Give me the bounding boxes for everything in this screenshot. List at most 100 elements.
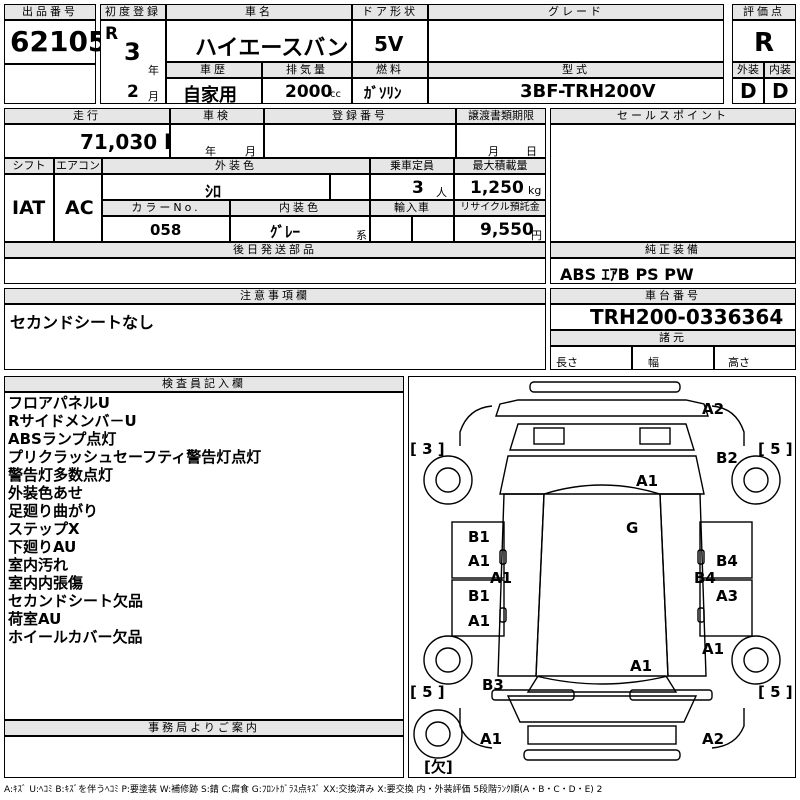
ext-color-cell bbox=[102, 174, 330, 200]
import-cell-b bbox=[412, 216, 454, 242]
damage-mark: A1 bbox=[702, 640, 725, 658]
later-parts-header: 後日発送部品 bbox=[4, 242, 546, 258]
color-number: 058 bbox=[150, 221, 182, 239]
door-cell bbox=[352, 20, 428, 62]
car-outline-diagram bbox=[413, 381, 781, 761]
note-line: 室内汚れ bbox=[8, 556, 69, 574]
door-header: ドア形状 bbox=[352, 4, 428, 20]
damage-mark: A1 bbox=[636, 472, 659, 490]
note-line: 荷室AU bbox=[8, 610, 62, 628]
note-line: ABSランプ点灯 bbox=[8, 430, 117, 448]
ac-cell bbox=[54, 174, 102, 242]
spare-tire-status: [欠] bbox=[424, 758, 453, 776]
inspection-cell bbox=[170, 124, 264, 158]
capacity-cell bbox=[370, 174, 454, 200]
note-line: ホイールカバー欠品 bbox=[8, 628, 143, 646]
year-unit: 年 bbox=[148, 64, 159, 77]
int-color-unit: 系 bbox=[356, 229, 367, 242]
ext-color-header: 外装色 bbox=[102, 158, 370, 174]
model-code: 3BF-TRH200V bbox=[520, 81, 656, 102]
max-load-unit: kg bbox=[528, 184, 542, 197]
inspector-notes-cell bbox=[4, 392, 404, 720]
color-no-header: カラーNo. bbox=[102, 200, 230, 216]
spec-height-cell bbox=[714, 346, 796, 370]
sales-points-cell bbox=[550, 124, 796, 242]
note-line: 警告灯多数点灯 bbox=[8, 466, 114, 484]
spec-length-cell bbox=[550, 346, 632, 370]
inspection-header: 車検 bbox=[170, 108, 264, 124]
interior-grade: D bbox=[772, 79, 789, 103]
tire-depth-front-left: [ 3 ] bbox=[410, 440, 445, 458]
mileage-header: 走行 bbox=[4, 108, 170, 124]
inspector-notes-list: フロアパネルU Rサイドメンバ－U ABSランプ点灯 プリクラッシュセーフティ警… bbox=[8, 394, 261, 646]
era-letter: R bbox=[105, 24, 119, 44]
note-line: 外装色あせ bbox=[8, 484, 84, 502]
damage-mark: B4 bbox=[716, 552, 738, 570]
transfer-day: 日 bbox=[526, 145, 537, 158]
recycle-unit: 円 bbox=[531, 229, 542, 242]
door-type: 5V bbox=[374, 32, 404, 56]
chassis-header: 車台番号 bbox=[550, 288, 796, 304]
air-conditioner: AC bbox=[65, 197, 94, 219]
genuine-equipment-cell bbox=[550, 258, 796, 284]
import-header: 輸入車 bbox=[370, 200, 454, 216]
genuine-equipment-header: 純正装備 bbox=[550, 242, 796, 258]
inspector-notes-header: 検査員記入欄 bbox=[4, 376, 404, 392]
exterior-grade: D bbox=[740, 79, 757, 103]
shift-cell bbox=[4, 174, 54, 242]
max-load-header: 最大積載量 bbox=[454, 158, 546, 174]
ac-header: エアコン bbox=[54, 158, 102, 174]
chassis-number: TRH200-0336364 bbox=[590, 305, 784, 329]
damage-code-legend: A:ｷｽﾞ U:ﾍｺﾐ B:ｷｽﾞを伴うﾍｺﾐ P:要塗装 W:補修跡 S:錆 … bbox=[4, 785, 603, 795]
capacity-header: 乗車定員 bbox=[370, 158, 454, 174]
max-load-cell bbox=[454, 174, 546, 200]
car-name-cell bbox=[166, 20, 352, 62]
exterior-cell bbox=[732, 78, 764, 104]
history-cell bbox=[166, 78, 262, 104]
office-notice-cell bbox=[4, 736, 404, 778]
spec-width-cell bbox=[632, 346, 714, 370]
score-header: 評価点 bbox=[732, 4, 796, 20]
spec-height-label: 高さ bbox=[728, 356, 750, 369]
lot-number-header: 出品番号 bbox=[4, 4, 96, 20]
interior-header: 内装 bbox=[764, 62, 796, 78]
grade-cell bbox=[428, 20, 724, 62]
genuine-equipment: ABS ｴｱB PS PW bbox=[560, 265, 694, 284]
int-color-header: 内装色 bbox=[230, 200, 370, 216]
note-line: 下廻りAU bbox=[8, 538, 77, 556]
car-name-header: 車名 bbox=[166, 4, 352, 20]
recycle-cell bbox=[454, 216, 546, 242]
transfer-deadline-header: 譲渡書類期限 bbox=[456, 108, 546, 124]
mileage-cell bbox=[4, 124, 170, 158]
tire-depth-rear-right: [ 5 ] bbox=[758, 683, 793, 701]
note-line: 室内内張傷 bbox=[8, 574, 84, 592]
inspection-year: 年 bbox=[205, 145, 216, 158]
specs-header: 諸元 bbox=[550, 330, 796, 346]
damage-mark: A1 bbox=[630, 657, 653, 675]
ext-color-subcell bbox=[330, 174, 370, 200]
damage-mark: B1 bbox=[468, 587, 490, 605]
exterior-color: ｼﾛ bbox=[205, 182, 222, 201]
tire-depth-front-right: [ 5 ] bbox=[758, 440, 793, 458]
lot-number-blank-cell bbox=[4, 64, 96, 104]
damage-mark: A1 bbox=[480, 730, 503, 748]
caution-header: 注意事項欄 bbox=[4, 288, 546, 304]
model-header: 型式 bbox=[428, 62, 724, 78]
damage-mark: B3 bbox=[482, 676, 504, 694]
chassis-cell bbox=[550, 304, 796, 330]
displacement: 2000 bbox=[285, 82, 333, 102]
caution-text: セカンドシートなし bbox=[10, 313, 155, 332]
evaluation-score: R bbox=[754, 28, 775, 58]
damage-mark: A1 bbox=[468, 612, 491, 630]
damage-mark: B4 bbox=[694, 569, 716, 587]
first-registration-header: 初度登録 bbox=[100, 4, 166, 20]
exterior-header: 外装 bbox=[732, 62, 764, 78]
color-no-cell bbox=[102, 216, 230, 242]
inspection-month: 月 bbox=[245, 145, 256, 158]
max-load: 1,250 bbox=[470, 178, 524, 198]
damage-mark: A1 bbox=[468, 552, 491, 570]
damage-mark: B1 bbox=[468, 528, 490, 546]
grade-header: グレード bbox=[428, 4, 724, 20]
damage-mark: B2 bbox=[716, 449, 738, 467]
damage-mark: G bbox=[626, 519, 639, 537]
